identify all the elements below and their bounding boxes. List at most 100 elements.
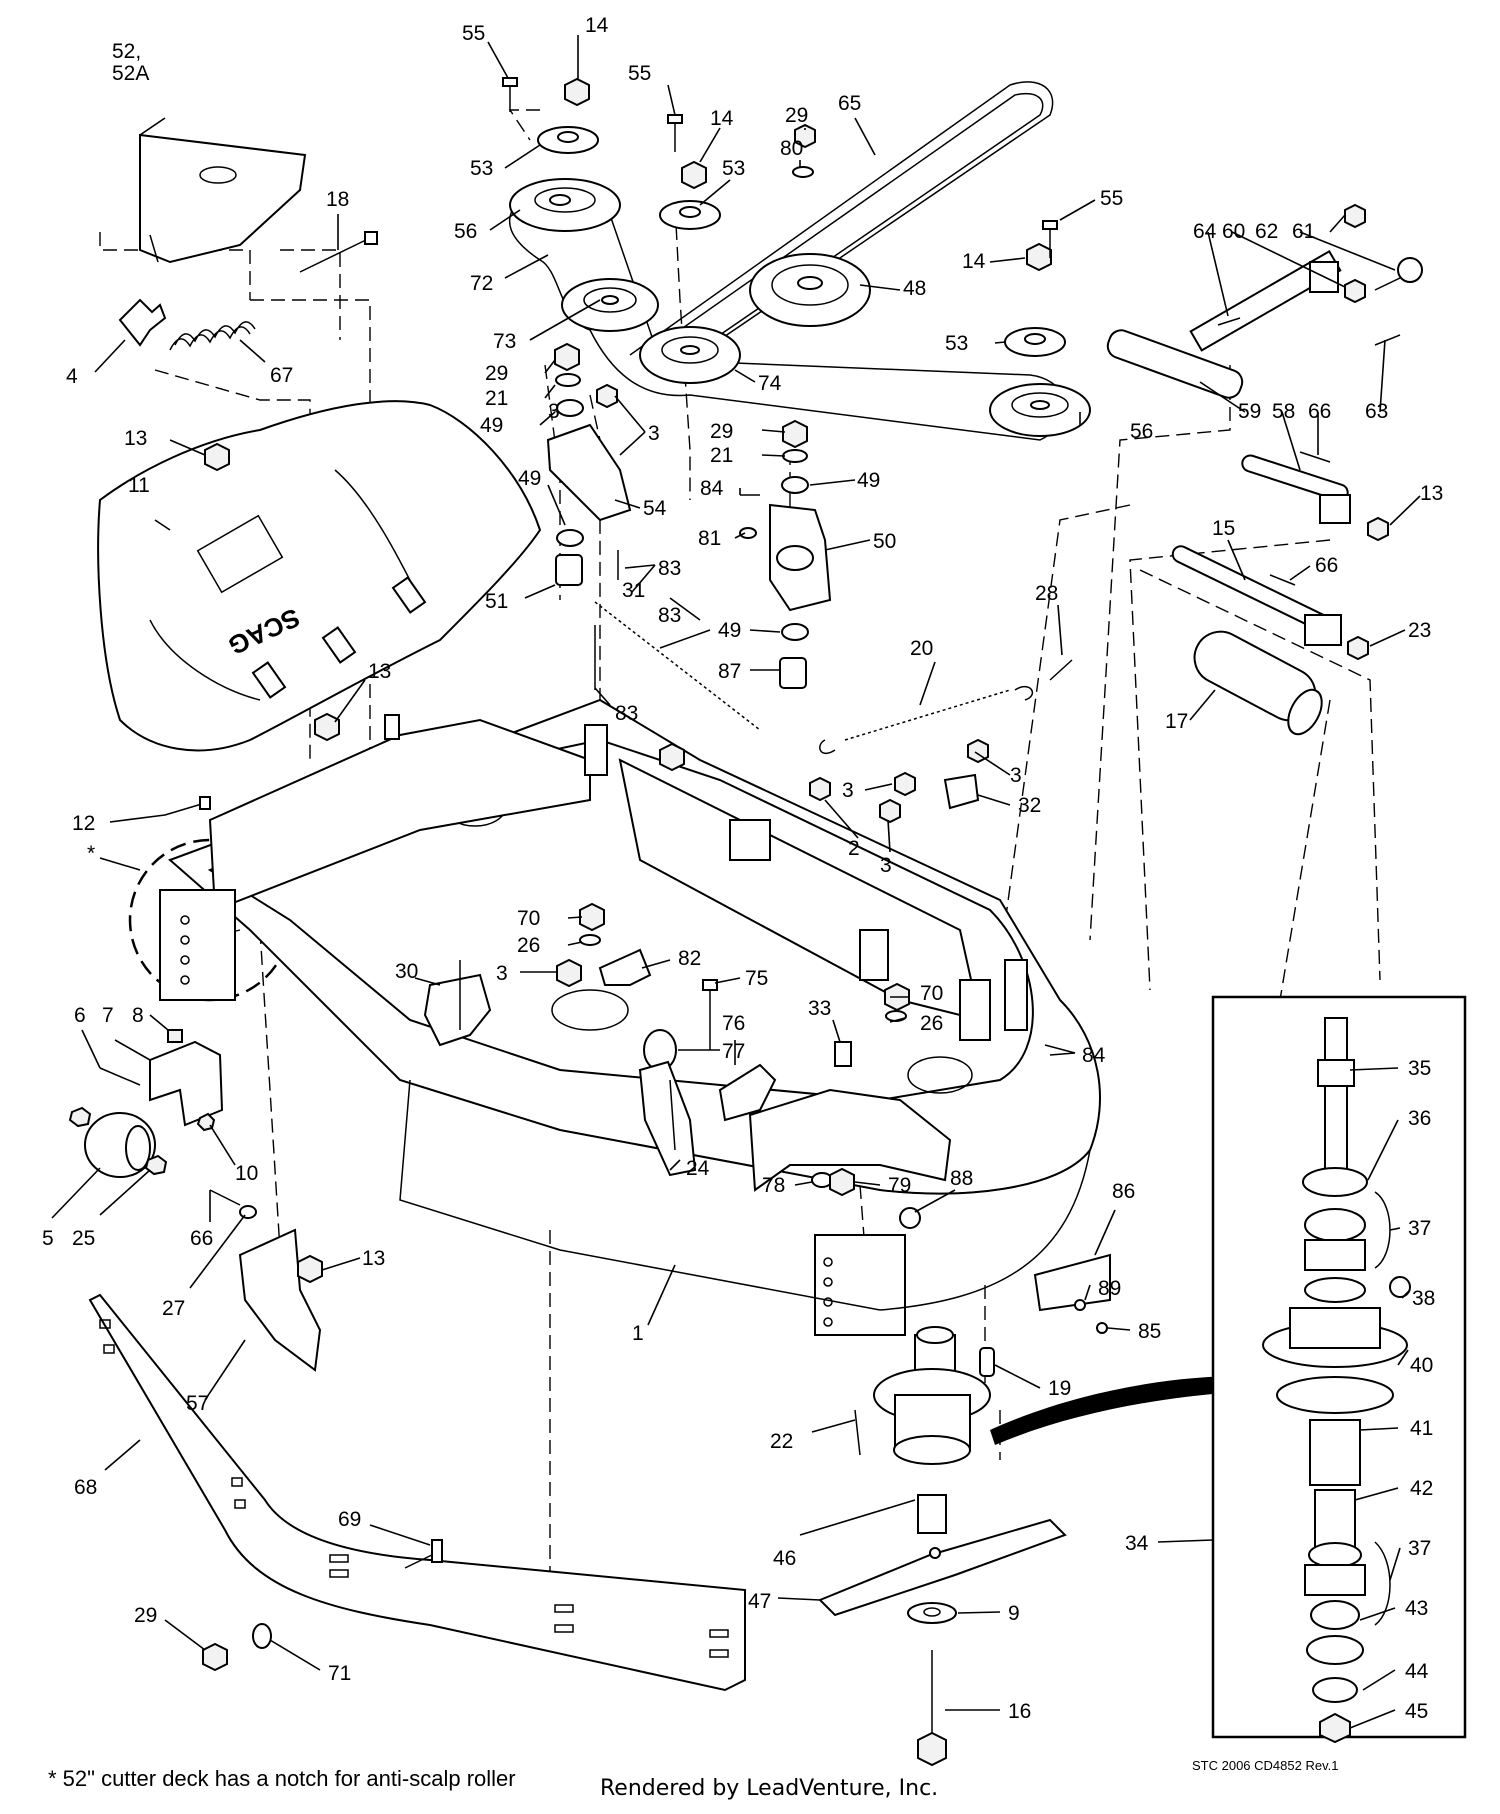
callout-asterisk: *	[87, 842, 95, 865]
callout-27: 27	[162, 1297, 185, 1320]
callout-49: 49	[857, 469, 880, 492]
spring-bracket-32	[659, 738, 989, 824]
callout-29: 29	[485, 362, 508, 385]
callout-labels: 52,52A 18 4 67 11 13 13 12 * 6 7 8 10 5 …	[42, 14, 1443, 1723]
callout-15: 15	[1212, 517, 1235, 540]
callout-53: 53	[470, 157, 493, 180]
callout-49: 49	[718, 619, 741, 642]
pulley-73	[561, 278, 659, 332]
baffle-plate	[748, 1088, 952, 1192]
callout-18: 18	[326, 188, 349, 211]
axle-15	[1171, 545, 1369, 661]
hex-nut-13-upper	[204, 442, 230, 472]
washer-9	[907, 1602, 957, 1624]
callout-63: 63	[1365, 400, 1388, 423]
callout-22: 22	[770, 1430, 793, 1453]
callout-54: 54	[643, 497, 667, 520]
callout-71: 71	[328, 1662, 351, 1685]
callout-20: 20	[910, 637, 933, 660]
callout-21: 21	[710, 444, 733, 467]
callout-32: 32	[1018, 794, 1041, 817]
bumper-bolt-69	[404, 1539, 443, 1569]
callout-33: 33	[808, 997, 831, 1020]
idler-bracket-82	[598, 948, 652, 986]
callout-83: 83	[615, 702, 638, 725]
callout-24: 24	[686, 1157, 710, 1180]
callout-42: 42	[1410, 1477, 1433, 1500]
blade-47	[818, 1518, 1067, 1617]
callout-43: 43	[1405, 1597, 1428, 1620]
footnote: * 52" cutter deck has a notch for anti-s…	[48, 1766, 516, 1791]
callout-13: 13	[362, 1247, 385, 1270]
callout-55: 55	[628, 62, 651, 85]
baffle-57-group	[209, 1189, 323, 1372]
callout-4: 4	[66, 365, 78, 388]
idler-stack-right	[739, 419, 832, 689]
callout-3: 3	[1010, 764, 1022, 787]
callout-26: 26	[920, 1012, 943, 1035]
callout-12: 12	[72, 812, 95, 835]
callout-26: 26	[517, 934, 540, 957]
nut-85	[1096, 1322, 1108, 1334]
mount-bracket-76	[718, 1063, 777, 1122]
callout-16: 16	[1008, 1700, 1031, 1723]
pulley-hub-53-left	[537, 126, 599, 154]
belt-cover-plate	[139, 133, 307, 264]
spindle-detail-box	[1211, 995, 1467, 1744]
callout-87: 87	[718, 660, 741, 683]
callout-3: 3	[880, 854, 892, 877]
callout-53: 53	[945, 332, 968, 355]
cutter-deck-housing	[159, 698, 1101, 1336]
blade-bolt-16	[917, 1650, 947, 1767]
callout-41: 41	[1410, 1417, 1433, 1440]
callout-82: 82	[678, 947, 701, 970]
callout-2: 2	[848, 837, 860, 860]
nut-29-bumper	[202, 1642, 228, 1672]
drawing-reference: STC 2006 CD4852 Rev.1	[1192, 1758, 1338, 1773]
hex-nut-13-chute	[314, 712, 340, 742]
callout-30: 30	[395, 960, 418, 983]
callout-38: 38	[1412, 1287, 1435, 1310]
callout-78: 78	[762, 1174, 785, 1197]
callout-3: 3	[842, 779, 854, 802]
callout-13: 13	[124, 427, 147, 450]
callout-50: 50	[873, 530, 896, 553]
anti-scalp-axle-59	[1106, 249, 1342, 399]
callout-81: 81	[698, 527, 721, 550]
callout-70: 70	[920, 982, 943, 1005]
callout-9: 9	[1008, 1602, 1020, 1625]
front-bumper	[88, 1293, 746, 1692]
callout-85: 85	[1138, 1320, 1161, 1343]
pulley-74	[639, 326, 741, 384]
baffle-24	[638, 1060, 697, 1177]
hardware-60-64	[1217, 203, 1423, 346]
callout-80: 80	[780, 137, 803, 160]
callout-67: 67	[270, 364, 293, 387]
callout-66: 66	[1308, 400, 1331, 423]
callout-46: 46	[773, 1547, 796, 1570]
discharge-chute: SCAG	[97, 400, 542, 752]
callout-55: 55	[1100, 187, 1123, 210]
callout-64: 64	[1193, 220, 1217, 243]
callout-75: 75	[745, 967, 768, 990]
callout-13: 13	[1420, 482, 1443, 505]
callout-47: 47	[748, 1590, 771, 1613]
clip-33	[834, 1041, 852, 1067]
drive-belt-65	[629, 81, 1054, 361]
bolt-18	[299, 231, 378, 273]
callout-8: 8	[132, 1004, 144, 1027]
callout-34: 34	[1125, 1532, 1149, 1555]
callout-13: 13	[368, 660, 391, 683]
callout-35: 35	[1408, 1057, 1431, 1080]
hex-nut-79	[829, 1167, 855, 1197]
anti-scalp-roller-17	[1193, 630, 1323, 736]
callout-73: 73	[493, 330, 516, 353]
callout-56: 56	[454, 220, 477, 243]
leader-arrows	[51, 35, 1421, 1729]
baffle-30	[423, 960, 492, 1047]
callout-14: 14	[585, 14, 609, 37]
roller-bracket	[99, 1029, 224, 1127]
callout-66: 66	[190, 1227, 213, 1250]
callout-29: 29	[710, 420, 733, 443]
